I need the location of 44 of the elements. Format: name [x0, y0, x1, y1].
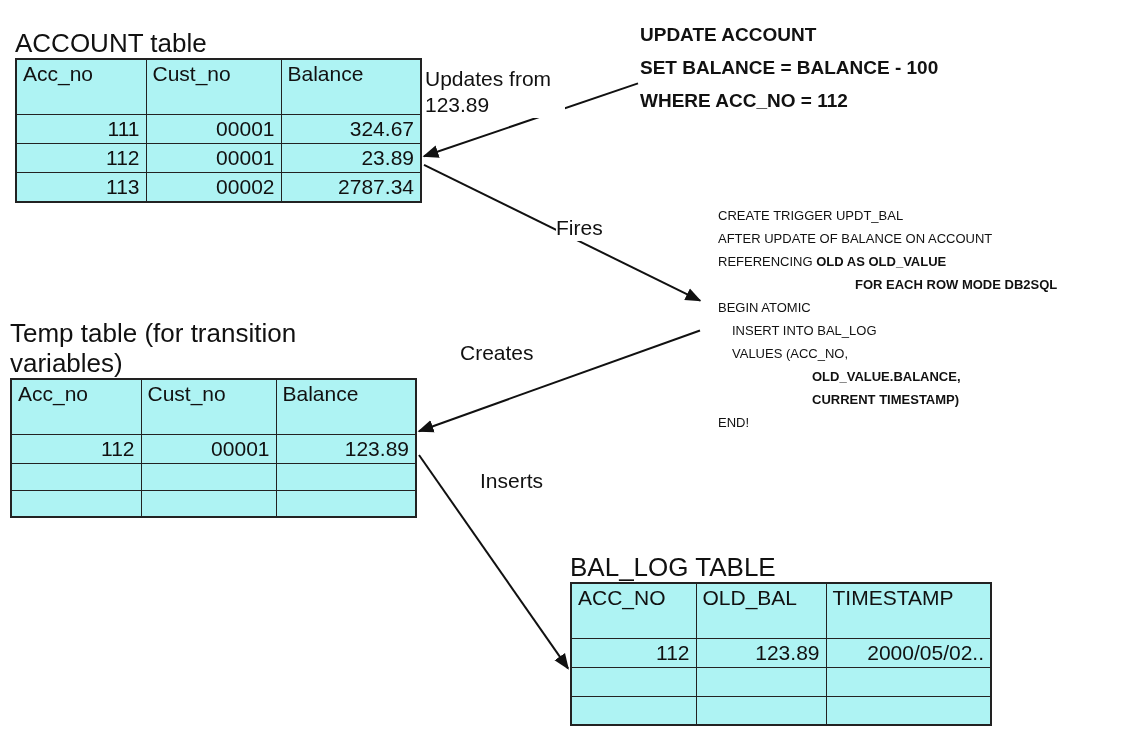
cell-value: 2787.34 — [338, 174, 414, 198]
cell-value: 00001 — [216, 145, 275, 169]
code-line: END! — [718, 414, 751, 432]
cell-value: 23.89 — [361, 145, 414, 169]
cell-value: 00001 — [216, 116, 275, 140]
code-line: OLD_VALUE.BALANCE, — [812, 368, 962, 386]
arrow — [423, 163, 702, 302]
code-line: BEGIN ATOMIC — [718, 299, 812, 317]
arrow — [422, 82, 639, 158]
code-line: REFERENCING OLD AS OLD_VALUE — [718, 253, 948, 271]
column-header: OLD_BAL — [702, 586, 798, 609]
column-header: Acc_no — [18, 382, 89, 405]
cell-value: 112 — [656, 640, 690, 664]
table-title: Temp table (for transition variables) — [10, 318, 298, 378]
arrow — [417, 329, 701, 433]
column-header: Cust_no — [147, 382, 226, 405]
cell-value: 113 — [106, 174, 140, 198]
cell-value: 324.67 — [349, 116, 414, 140]
cell-value: 00002 — [216, 174, 275, 198]
cell-value: 112 — [106, 145, 140, 169]
code-line: UPDATE ACCOUNT — [640, 23, 818, 47]
column-header: Balance — [282, 382, 359, 405]
code-line: WHERE ACC_NO = 112 — [640, 89, 849, 113]
code-line: VALUES (ACC_NO, — [732, 345, 850, 363]
code-line: SET BALANCE = BALANCE - 100 — [640, 56, 939, 80]
column-header: TIMESTAMP — [832, 586, 954, 609]
cell-value: 123.89 — [755, 640, 820, 664]
column-header: ACC_NO — [578, 586, 666, 609]
arrow — [418, 454, 569, 670]
cell-value: 00001 — [211, 436, 270, 460]
code-line: CURRENT TIMESTAMP) — [812, 391, 961, 409]
code-line: AFTER UPDATE OF BALANCE ON ACCOUNT — [718, 230, 994, 248]
code-line: CREATE TRIGGER UPDT_BAL — [718, 207, 905, 225]
column-header: Acc_no — [23, 62, 94, 85]
column-header: Balance — [287, 62, 364, 85]
table-title: BAL_LOG TABLE — [570, 552, 777, 582]
table-title: ACCOUNT table — [15, 28, 208, 58]
cell-value: 123.89 — [344, 436, 409, 460]
code-line: FOR EACH ROW MODE DB2SQL — [855, 276, 1058, 294]
cell-value: 2000/05/02.. — [867, 640, 984, 664]
cell-value: 112 — [101, 436, 135, 460]
cell-value: 111 — [107, 116, 140, 140]
column-header: Cust_no — [152, 62, 231, 85]
code-line: INSERT INTO BAL_LOG — [732, 322, 878, 340]
